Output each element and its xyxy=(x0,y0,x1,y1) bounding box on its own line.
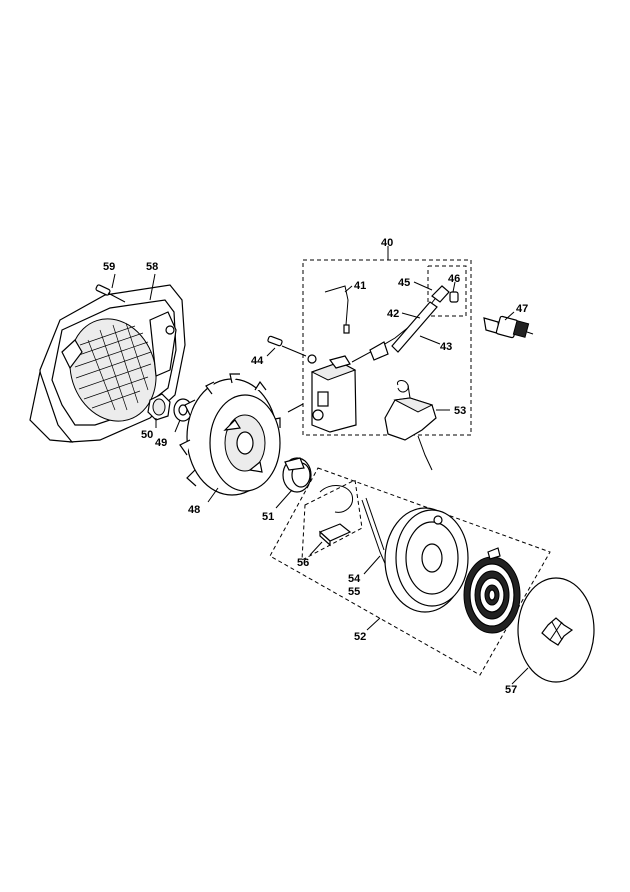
ignition-screw xyxy=(267,335,317,364)
starter-grip xyxy=(384,380,437,471)
pawl-spring xyxy=(319,485,354,513)
callout-labels: 40 41 45 46 47 42 43 44 59 58 53 50 49 4… xyxy=(103,237,528,696)
ignition-module xyxy=(310,355,357,433)
callout-53: 53 xyxy=(454,405,466,417)
ignition-lead xyxy=(351,294,439,363)
pawl-carrier xyxy=(282,457,312,493)
callout-44: 44 xyxy=(251,355,264,367)
callout-54: 54 xyxy=(348,573,361,585)
callout-51: 51 xyxy=(262,511,274,523)
callout-50: 50 xyxy=(141,429,153,441)
callout-52: 52 xyxy=(354,631,366,643)
flywheel-nut xyxy=(147,393,171,421)
housing-screw xyxy=(95,284,126,303)
callout-55: 55 xyxy=(348,586,360,598)
callout-43: 43 xyxy=(440,341,452,353)
rope-pulley xyxy=(384,507,469,613)
leader-lines xyxy=(111,246,529,685)
callout-45: 45 xyxy=(398,277,410,289)
callout-42: 42 xyxy=(387,308,399,320)
callout-46: 46 xyxy=(448,273,460,285)
callout-59: 59 xyxy=(103,261,115,273)
callout-47: 47 xyxy=(516,303,528,315)
callout-48: 48 xyxy=(188,504,200,516)
flywheel xyxy=(179,373,281,496)
callout-57: 57 xyxy=(505,684,517,696)
pawl xyxy=(318,523,352,547)
spark-plug-cap xyxy=(431,285,450,303)
rewind-spring xyxy=(463,547,521,634)
callout-56: 56 xyxy=(297,557,309,569)
spark-plug xyxy=(483,315,534,339)
callout-58: 58 xyxy=(146,261,158,273)
housing-grille xyxy=(74,322,152,411)
callout-41: 41 xyxy=(354,280,366,292)
starter-group-box xyxy=(269,467,551,676)
cap-spring xyxy=(449,291,459,303)
spark-cap-group-box xyxy=(427,265,467,317)
spring-cover xyxy=(517,577,595,683)
callout-49: 49 xyxy=(155,437,167,449)
starter-housing xyxy=(29,284,186,443)
callout-40: 40 xyxy=(381,237,393,249)
ignition-group-box xyxy=(302,259,472,436)
lead-hose xyxy=(391,301,438,353)
ground-wire xyxy=(324,285,350,334)
lead-boot xyxy=(369,341,389,361)
pawl-group-box xyxy=(301,479,363,561)
